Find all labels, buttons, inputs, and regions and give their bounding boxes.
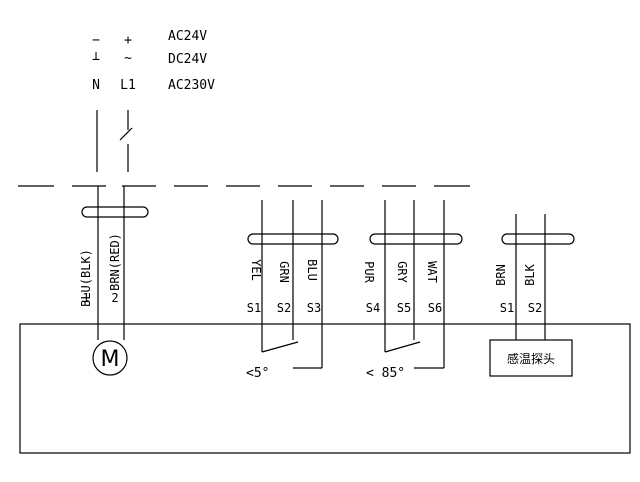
supply-col-b-2: L1 bbox=[120, 78, 136, 93]
actuator-housing bbox=[19, 323, 631, 454]
supply-col-c-0: AC24V bbox=[168, 29, 207, 44]
supply-col-b-1: ~ bbox=[124, 51, 132, 66]
switch1-wire-color-2: GRN bbox=[277, 261, 291, 283]
motor-terminal-1: 1 bbox=[82, 291, 89, 305]
switch2-wire-color-2: GRY bbox=[395, 261, 409, 283]
supply-legend: − ⊥ N + ~ L1 AC24V DC24V AC230V bbox=[92, 29, 215, 93]
sensor-wire-color-2: BLK bbox=[523, 263, 537, 285]
supply-col-b-0: + bbox=[124, 33, 132, 48]
switch1-terminal-s1: S1 bbox=[247, 301, 261, 315]
switch1-cable-sleeve bbox=[247, 233, 339, 245]
sensor-probe-box bbox=[489, 339, 573, 377]
switch2-terminal-s4: S4 bbox=[366, 301, 380, 315]
switch2-contact bbox=[384, 341, 421, 353]
switch2-wire-color-3: WAT bbox=[425, 261, 439, 283]
switch1-wire-color-1: YEL bbox=[249, 259, 263, 281]
sensor-cable-sleeve bbox=[501, 233, 575, 245]
switch2-angle-label: < 85° bbox=[366, 366, 405, 381]
sensor-wire-color-1: BRN bbox=[494, 264, 508, 286]
switch1-terminal-s3: S3 bbox=[307, 301, 321, 315]
motor-wire-1-color: BLU(BLK) bbox=[79, 249, 93, 307]
switch2-cable-sleeve bbox=[369, 233, 463, 245]
sensor-terminal-s2: S2 bbox=[528, 301, 542, 315]
switch2-terminal-s6: S6 bbox=[428, 301, 442, 315]
sensor-terminal-s1: S1 bbox=[500, 301, 514, 315]
supply-col-c-2: AC230V bbox=[168, 78, 215, 93]
supply-switch-contact bbox=[119, 127, 133, 141]
motor-section: BLU(BLK) BRN(RED) 1 2 M bbox=[79, 186, 149, 376]
sensor-probe-label: 感温探头 bbox=[507, 351, 555, 366]
supply-col-a-2: N bbox=[92, 78, 100, 93]
motor-wire-2-color: BRN(RED) bbox=[108, 233, 122, 291]
switch1-contact bbox=[261, 341, 299, 353]
switch1-angle-label: <5° bbox=[246, 366, 269, 381]
supply-col-a-0: ⊥ bbox=[92, 49, 100, 64]
temperature-sensor: BRN BLK S1 S2 感温探头 bbox=[489, 214, 575, 377]
motor-symbol bbox=[92, 340, 128, 376]
switch1-wire-color-3: BLU bbox=[305, 259, 319, 281]
limit-switch-1: YEL GRN BLU S1 S2 S3 <5° bbox=[246, 200, 339, 381]
motor-terminal-2: 2 bbox=[111, 291, 118, 305]
supply-col-c-1: DC24V bbox=[168, 52, 207, 67]
switch1-terminal-s2: S2 bbox=[277, 301, 291, 315]
motor-cable-sleeve bbox=[81, 206, 149, 218]
motor-symbol-letter: M bbox=[101, 347, 120, 372]
switch2-terminal-s5: S5 bbox=[397, 301, 411, 315]
limit-switch-2: PUR GRY WAT S4 S5 S6 < 85° bbox=[362, 200, 463, 381]
supply-col-a-1: − bbox=[92, 33, 100, 48]
switch2-wire-color-1: PUR bbox=[362, 261, 376, 283]
